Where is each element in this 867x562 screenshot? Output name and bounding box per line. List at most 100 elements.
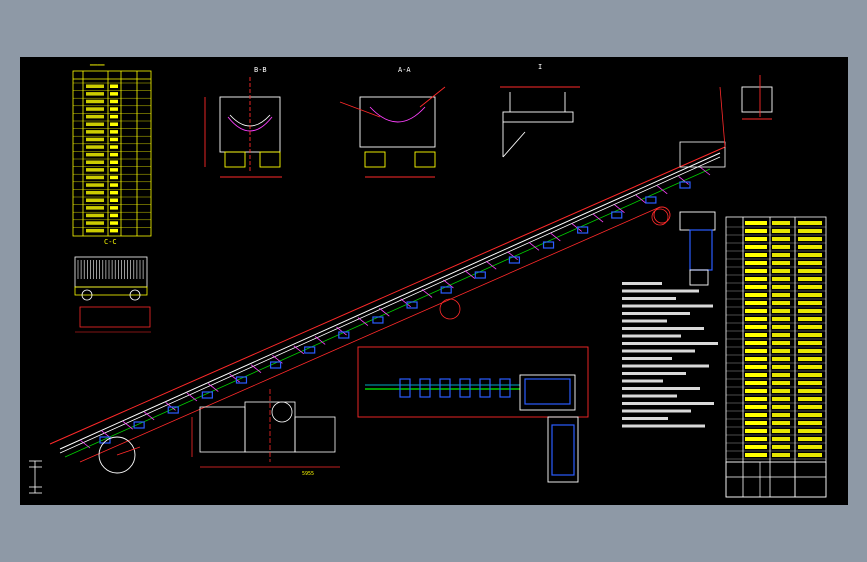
bom-row-fill xyxy=(798,317,822,321)
bom-row-fill xyxy=(772,429,790,433)
truss-member xyxy=(357,317,369,326)
idler-roller xyxy=(201,391,213,399)
bom-row-fill xyxy=(772,261,790,265)
truss-member xyxy=(421,289,433,298)
bom-row-fill xyxy=(745,437,767,441)
truss-member xyxy=(229,373,240,383)
bom-row-fill xyxy=(798,341,822,345)
main-conveyor xyxy=(49,86,726,474)
table-row-fill xyxy=(110,84,118,88)
truss-member xyxy=(314,336,326,345)
bom-row-fill xyxy=(745,221,767,225)
table-row-fill xyxy=(86,206,104,210)
bom-row-fill xyxy=(772,421,790,425)
bom-row-fill xyxy=(745,309,767,313)
truss-member xyxy=(528,241,540,251)
parts-list-title: ▔▔▔▔ xyxy=(89,64,105,72)
bom-row-fill xyxy=(798,245,822,249)
takeup-block xyxy=(479,378,491,398)
bom-row-fill xyxy=(772,373,790,377)
drawing-sheet[interactable]: ▔▔▔▔ C-C B-B xyxy=(20,57,848,505)
truss-member xyxy=(379,307,390,317)
bom-row-fill xyxy=(772,405,790,409)
truss-member xyxy=(678,176,689,185)
note-line xyxy=(622,342,718,345)
drive-dimension: 5955 xyxy=(302,471,314,477)
table-row-fill xyxy=(86,198,104,202)
bom-row-fill xyxy=(798,389,822,393)
bom-row-fill xyxy=(745,365,767,369)
section-aa-label: A-A xyxy=(398,66,411,74)
truss-member xyxy=(336,326,347,336)
table-row-fill xyxy=(110,152,118,157)
truss-member xyxy=(464,270,476,279)
idler-roller xyxy=(269,361,282,369)
section-aa: A-A xyxy=(339,66,446,178)
table-row-fill xyxy=(86,152,104,157)
parts-list-table xyxy=(72,70,152,237)
table-row-fill xyxy=(86,145,104,149)
bom-row-fill xyxy=(745,357,767,361)
note-line xyxy=(622,282,662,285)
table-row-fill xyxy=(110,168,118,172)
idler-roller xyxy=(372,316,384,324)
bom-row-fill xyxy=(798,277,822,281)
takeup-block xyxy=(399,378,411,398)
bom-row-fill xyxy=(798,325,822,329)
idler-roller xyxy=(542,241,555,249)
table-row-fill xyxy=(110,160,118,164)
bom-row-fill xyxy=(798,349,822,353)
bom-row-fill xyxy=(745,229,767,233)
bom-row-fill xyxy=(798,405,822,409)
table-row-fill xyxy=(110,99,118,104)
truss-member xyxy=(208,383,219,392)
bom-row-fill xyxy=(772,413,790,417)
table-row-fill xyxy=(110,145,118,149)
bom-row-fill xyxy=(772,381,790,385)
note-line xyxy=(622,364,709,368)
table-row-fill xyxy=(110,183,118,187)
bom-row-fill xyxy=(745,413,767,417)
table-row-fill xyxy=(86,99,104,104)
table-row-fill xyxy=(86,114,104,119)
bom-row-fill xyxy=(798,397,822,401)
idler-roller xyxy=(474,271,486,279)
idler-roller xyxy=(99,436,111,444)
bom-row-fill xyxy=(745,349,767,353)
parts-list-rows xyxy=(73,82,151,233)
note-line xyxy=(622,334,681,338)
bom-row-fill xyxy=(798,421,822,425)
table-row-fill xyxy=(86,168,104,172)
idler-roller xyxy=(679,181,691,189)
table-row-fill xyxy=(110,213,118,218)
bom-row-fill xyxy=(772,245,790,249)
table-row-fill xyxy=(86,228,104,233)
note-line xyxy=(622,319,667,323)
table-row-fill xyxy=(110,137,118,142)
bom-row-fill xyxy=(745,381,767,385)
takeup-block xyxy=(459,378,471,398)
truss-member xyxy=(592,213,604,223)
table-row-fill xyxy=(110,92,118,96)
truss-member xyxy=(550,232,561,242)
bom-row-fill xyxy=(745,373,767,377)
small-detail-top-right xyxy=(741,75,773,120)
bom-row-fill xyxy=(745,245,767,249)
bom-row-fill xyxy=(772,325,790,329)
bom-row-fill xyxy=(772,333,790,337)
bom-row-fill xyxy=(745,389,767,393)
table-row-fill xyxy=(110,190,118,195)
gearbox-detail xyxy=(653,206,716,286)
technical-notes xyxy=(622,282,718,428)
table-row-fill xyxy=(86,175,104,180)
bom-row-fill xyxy=(798,253,822,257)
idler-cross-section: C-C xyxy=(74,238,151,333)
bom-row-fill xyxy=(745,333,767,337)
takeup-block xyxy=(439,378,451,398)
table-row-fill xyxy=(86,122,104,126)
bom-row-fill xyxy=(798,373,822,377)
title-block xyxy=(725,461,827,498)
truss-member xyxy=(122,420,134,430)
bom-row-fill xyxy=(798,269,822,273)
